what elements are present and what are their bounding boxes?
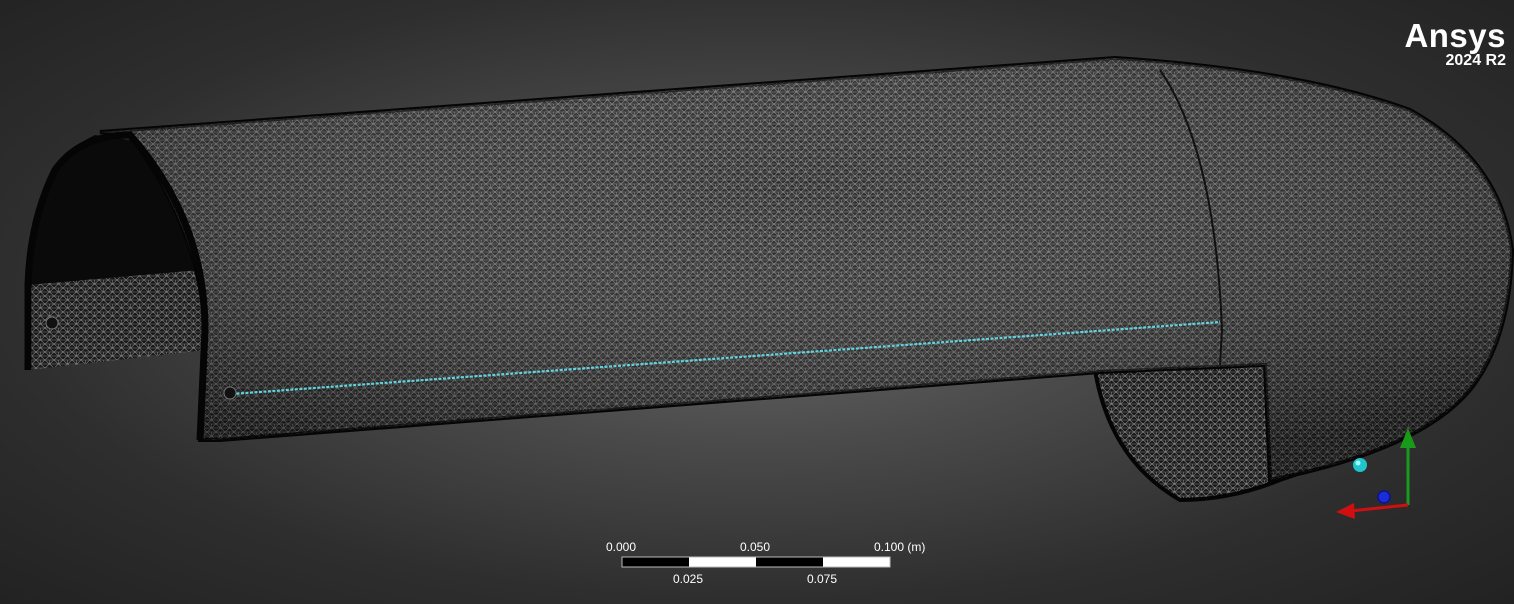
selected-edge-highlight[interactable] [231,320,1221,396]
shell-front-rim [24,131,209,441]
scale-label-025: 0.025 [673,572,704,586]
shell-seam-line [1159,69,1224,366]
version-label: 2024 R2 [1445,52,1507,69]
scale-label-050: 0.050 [740,540,771,554]
isometric-triad-icon[interactable] [1336,428,1416,519]
scale-label-075: 0.075 [807,572,838,586]
z-axis-marker [1377,490,1391,504]
triad-ball[interactable] [1353,458,1367,472]
scale-label-100: 0.100 (m) [874,540,926,554]
scale-label-0: 0.000 [606,540,637,554]
hole-front [223,386,237,400]
ansys-logo: Ansys 2024 R2 [1404,18,1506,70]
brand-name: Ansys [1404,17,1506,54]
hole-left [45,316,59,330]
x-axis-arrow [1349,503,1409,513]
left-inner-strip[interactable] [28,270,205,370]
